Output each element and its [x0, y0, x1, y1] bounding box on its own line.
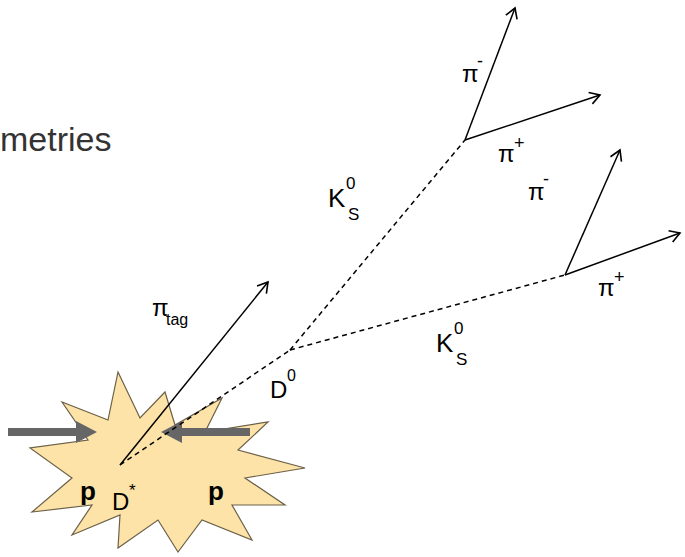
particle-superscript: * — [129, 482, 136, 499]
title-fragment: metries — [0, 122, 111, 156]
proton-arrowhead — [76, 421, 97, 443]
charge-superscript: + — [514, 134, 525, 152]
kshort-flight-path — [290, 140, 465, 350]
beam-label: p — [208, 478, 224, 504]
particle-subscript: S — [348, 206, 359, 223]
kshort-flight-path — [290, 275, 565, 350]
particle-symbol: D — [270, 378, 287, 402]
charge-superscript: - — [543, 170, 549, 188]
d0-flight-path — [120, 350, 290, 465]
particle-symbol: π — [462, 62, 479, 86]
particle-symbol: π — [498, 142, 515, 166]
beam-label: p — [80, 478, 96, 504]
particle-symbol: K — [436, 330, 453, 356]
particle-superscript: 0 — [454, 320, 463, 337]
particle-superscript: 0 — [287, 368, 296, 384]
collision-star — [30, 372, 305, 552]
particle-symbol: D — [112, 490, 129, 514]
particle-superscript: 0 — [346, 175, 355, 192]
proton-beam — [8, 428, 80, 436]
particle-subscript: tag — [166, 312, 188, 328]
pion-track — [465, 95, 600, 140]
pion-track — [565, 150, 620, 275]
particle-symbol: π — [528, 180, 545, 204]
particle-symbol: π — [598, 276, 615, 300]
particle-subscript: S — [456, 351, 467, 368]
proton-beam — [178, 428, 250, 436]
charge-superscript: - — [477, 52, 483, 70]
tag-pion-track — [120, 282, 268, 465]
proton-arrowhead — [161, 421, 182, 443]
charge-superscript: + — [614, 268, 625, 286]
particle-symbol: K — [328, 185, 345, 211]
